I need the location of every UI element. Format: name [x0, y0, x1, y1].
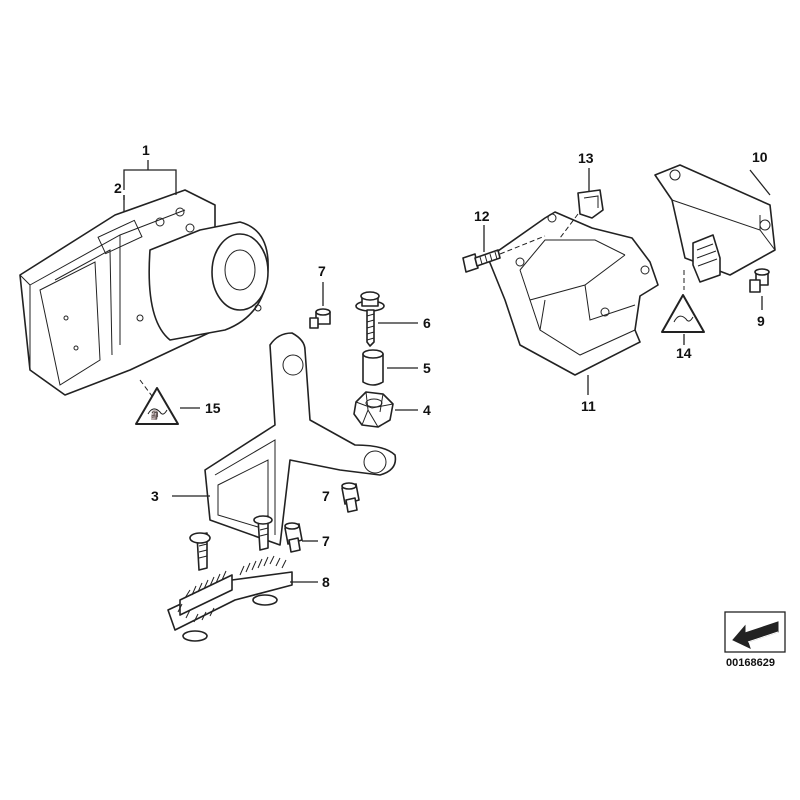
screw-part-6: [355, 291, 385, 347]
part-label-2: 2: [114, 180, 122, 196]
bolt-part-7-middle: [341, 482, 360, 513]
part-label-10: 10: [752, 149, 768, 165]
part-label-9: 9: [757, 313, 765, 329]
rubber-pad-part-8: [167, 555, 293, 642]
rubber-mount-part-4: [353, 391, 394, 428]
bracket-part-11: [487, 211, 659, 376]
part-label-3: 3: [151, 488, 159, 504]
clip-nut-part-13: [559, 189, 604, 239]
svg-text:🗿: 🗿: [149, 409, 160, 421]
part-label-7-middle: 7: [322, 488, 330, 504]
part-label-1: 1: [142, 142, 150, 158]
warning-label-triangle-14: [661, 270, 705, 333]
control-module-part-10: [654, 164, 776, 283]
view-direction-box: [724, 611, 786, 653]
part-label-15: 15: [205, 400, 221, 416]
part-label-13: 13: [578, 150, 594, 166]
part-label-8: 8: [322, 574, 330, 590]
bolt-part-7-top: [309, 308, 331, 329]
direction-arrow-icon: [732, 621, 779, 649]
part-label-11: 11: [581, 398, 596, 414]
part-label-4: 4: [423, 402, 431, 418]
sleeve-part-5: [362, 349, 384, 386]
part-label-14: 14: [676, 345, 692, 361]
part-label-5: 5: [423, 360, 431, 376]
abs-hydraulic-unit: [19, 160, 269, 401]
bolt-part-12: [462, 235, 546, 273]
leader-lines: [123, 168, 771, 583]
part-label-6: 6: [423, 315, 431, 331]
part-label-7-bottom: 7: [322, 533, 330, 549]
part-label-12: 12: [474, 208, 490, 224]
bolt-part-9: [749, 268, 770, 293]
bracket-part-3: [189, 332, 397, 571]
part-label-7-top: 7: [318, 263, 326, 279]
diagram-reference-code: 00168629: [726, 657, 775, 669]
warning-label-triangle-15: 🗿: [135, 387, 179, 425]
bolt-part-7-bottom: [284, 522, 303, 553]
